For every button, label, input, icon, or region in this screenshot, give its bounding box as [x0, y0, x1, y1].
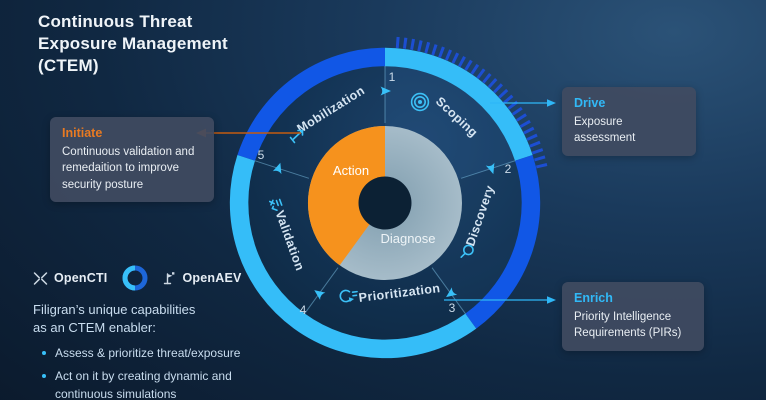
enrich-callout-body: Priority Intelligence Requirements (PIRs… — [574, 311, 682, 340]
stage-number-5: 5 — [258, 148, 265, 162]
title-line-3: (CTEM) — [38, 56, 99, 76]
initiate-callout-body: Continuous validation and remedaition to… — [62, 146, 195, 191]
magnifier-icon — [460, 244, 474, 258]
stage-number-3: 3 — [449, 301, 456, 315]
openaev-logo-label: OpenAEV — [182, 271, 242, 285]
divider-3 — [431, 267, 466, 315]
drive-callout-body: Exposure assessment — [574, 116, 636, 145]
capability-item: Act on it by creating dynamic and contin… — [33, 368, 250, 400]
opencti-logo-label: OpenCTI — [54, 271, 108, 285]
stage-number-1: 1 — [389, 70, 396, 84]
divider-5 — [254, 160, 310, 179]
cycle-list-icon — [339, 289, 358, 303]
chevron-icon — [446, 287, 458, 298]
action-label: Action — [333, 163, 369, 178]
initiate-callout: Initiate Continuous validation and remed… — [50, 117, 214, 202]
divider-2 — [460, 160, 516, 179]
ctem-title: Continuous Threat Exposure Management (C… — [38, 11, 228, 77]
enrich-callout-title: Enrich — [574, 291, 613, 305]
ring-segment-discovery — [465, 155, 541, 329]
stage-number-4: 4 — [300, 303, 307, 317]
capabilities-list: Assess & prioritize threat/exposure Act … — [33, 345, 250, 400]
capabilities-heading-line-1: Filigran’s unique capabilities — [33, 302, 196, 317]
flow-chevrons — [272, 86, 495, 300]
donut-center-hole — [358, 176, 412, 230]
action-wedge — [307, 125, 385, 266]
title-line-2: Exposure Management — [38, 34, 228, 54]
divider-4 — [304, 267, 339, 315]
chevron-icon — [314, 290, 326, 300]
capability-item: Assess & prioritize threat/exposure — [33, 345, 250, 362]
ring-segment-mobilization — [237, 47, 386, 161]
enrich-callout: Enrich Priority Intelligence Requirement… — [562, 282, 704, 351]
bullet-icon — [42, 374, 46, 379]
target-icon — [410, 92, 430, 112]
ring-segment-scoping — [384, 47, 533, 161]
chevron-icon — [272, 162, 282, 175]
diagnose-label: Diagnose — [381, 231, 436, 246]
inner-donut: Action Diagnose — [307, 125, 462, 280]
drive-connector-arrow — [490, 99, 556, 107]
capabilities-heading: Filigran’s unique capabilities as an CTE… — [33, 301, 250, 338]
enrich-connector-arrow — [444, 296, 556, 304]
chevron-icon — [485, 162, 495, 175]
product-logos: OpenCTI OpenAEV — [33, 264, 242, 292]
ring-logo-icon — [122, 265, 148, 291]
opencti-logo-icon — [33, 271, 48, 285]
title-line-1: Continuous Threat — [38, 12, 193, 31]
stage-numbers: 1 2 3 4 5 — [258, 70, 512, 317]
chevron-icon — [380, 86, 391, 96]
stage-number-2: 2 — [505, 162, 512, 176]
checklist-icon — [268, 198, 283, 212]
initiate-callout-title: Initiate — [62, 126, 103, 140]
openaev-logo-icon — [164, 271, 175, 284]
drive-callout-title: Drive — [574, 96, 606, 110]
stage-icons — [268, 92, 474, 303]
bullet-icon — [42, 350, 46, 355]
sector-dividers — [254, 66, 516, 315]
capability-text: Act on it by creating dynamic and contin… — [55, 369, 232, 400]
capabilities-block: Filigran’s unique capabilities as an CTE… — [33, 301, 250, 400]
drive-callout: Drive Exposure assessment — [562, 87, 696, 156]
capability-text: Assess & prioritize threat/exposure — [55, 345, 241, 360]
ring-tick-marks — [395, 36, 548, 171]
ring-segment-bottom — [229, 155, 477, 359]
outer-ring — [229, 47, 541, 359]
launch-arrow-icon — [289, 129, 304, 144]
capabilities-heading-line-2: as an CTEM enabler: — [33, 320, 156, 336]
